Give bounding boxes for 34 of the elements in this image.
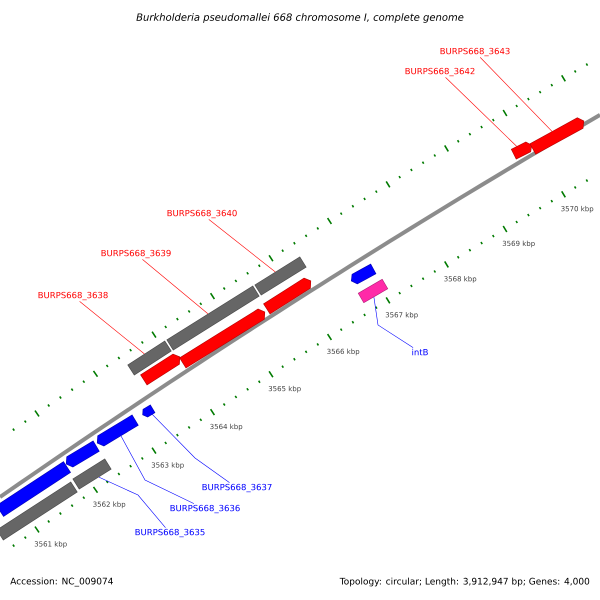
title: Burkholderia pseudomallei 668 chromosome I, complete genome <box>136 13 464 23</box>
leader-line <box>208 219 276 272</box>
gene-block <box>179 308 266 368</box>
leader-line <box>152 414 230 483</box>
gene-block <box>142 404 156 418</box>
gene-bar <box>0 461 71 517</box>
leader-line <box>374 296 414 348</box>
gene-block <box>66 440 100 468</box>
leader-line <box>480 57 552 132</box>
gene-label: BURPS668_3640 <box>168 210 237 218</box>
leader-line <box>79 301 145 354</box>
gene-block <box>510 142 532 160</box>
gene-label: BURPS668_3642 <box>406 68 474 76</box>
gene-label: BURPS668_3636 <box>170 504 240 514</box>
gene-label: BURPS668_3637 <box>202 484 272 492</box>
gene-block <box>530 117 584 155</box>
leader-line <box>98 476 166 528</box>
gene-block <box>96 414 139 446</box>
summary-text: Topology: circular; Length: 3,912,947 bp; Genes: 4,000 <box>340 578 590 586</box>
gene-block <box>263 278 312 314</box>
gene-bar <box>358 278 388 304</box>
gene-bar <box>127 340 172 376</box>
leader-line <box>120 436 194 504</box>
gene-label: intB <box>412 348 428 356</box>
gene-label: BURPS668_3643 <box>440 48 510 56</box>
gene-bar <box>0 482 78 540</box>
gene-label: BURPS668_3639 <box>102 250 171 258</box>
leader-line <box>142 259 208 314</box>
gene-block <box>140 354 180 386</box>
gene-label: BURPS668_3635 <box>136 528 205 538</box>
gene-block <box>350 264 376 284</box>
gene-label: BURPS668_3638 <box>38 292 108 300</box>
leader-line <box>445 77 517 147</box>
accession-text: Accession: NC_009074 <box>10 578 113 586</box>
